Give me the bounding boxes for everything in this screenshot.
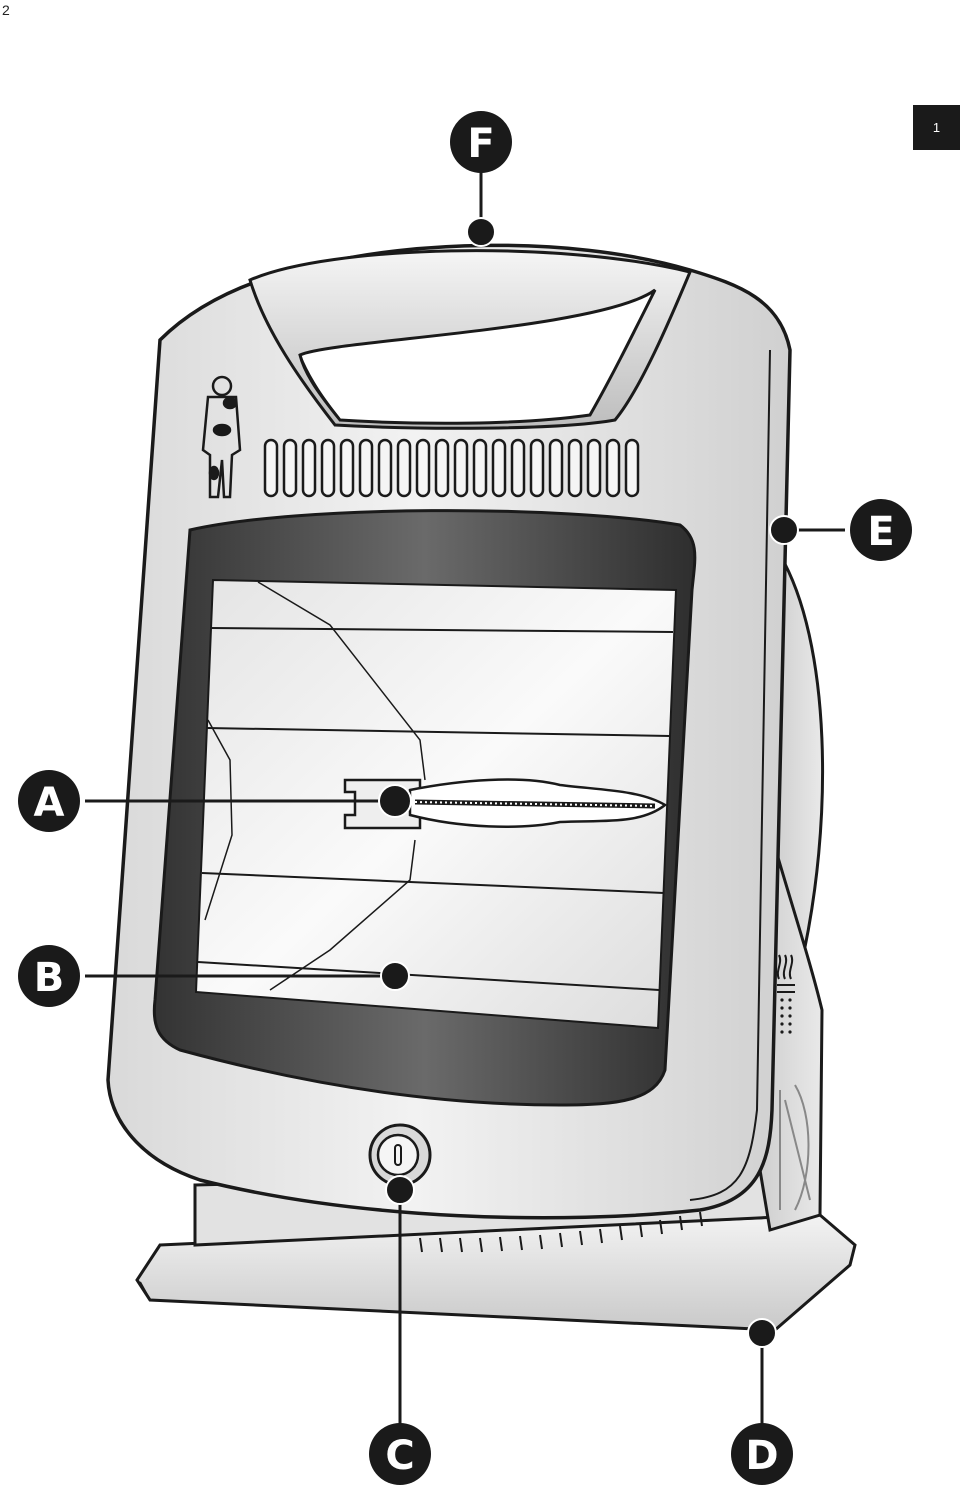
heat-waves-icon xyxy=(776,954,795,993)
callout-label: A xyxy=(34,780,65,826)
top-vent-slots xyxy=(263,438,640,498)
power-switch[interactable] xyxy=(368,1123,432,1187)
callout-C: C xyxy=(369,1423,431,1485)
callout-label: B xyxy=(34,955,65,1001)
figure-number-badge: 1 xyxy=(913,105,960,150)
callout-label: C xyxy=(385,1433,414,1479)
callout-D: D xyxy=(731,1423,793,1485)
guard-wires xyxy=(197,627,674,991)
callout-F: F xyxy=(450,111,512,173)
callout-label: F xyxy=(467,121,494,167)
callout-label: E xyxy=(867,509,894,555)
side-vent-dots xyxy=(780,998,792,1034)
callout-E: E xyxy=(850,499,912,561)
human-body-icon xyxy=(201,375,242,499)
callout-A: A xyxy=(18,770,80,832)
reflector-facets xyxy=(204,581,426,991)
no-cover-warning-icon xyxy=(779,1084,811,1211)
page-number: 2 xyxy=(2,2,10,18)
base-vent-slots xyxy=(419,1211,703,1253)
power-symbol-icon xyxy=(394,1144,402,1166)
callout-B: B xyxy=(18,945,80,1007)
callout-anchor-dots xyxy=(378,217,799,1348)
callout-label: D xyxy=(745,1433,778,1479)
